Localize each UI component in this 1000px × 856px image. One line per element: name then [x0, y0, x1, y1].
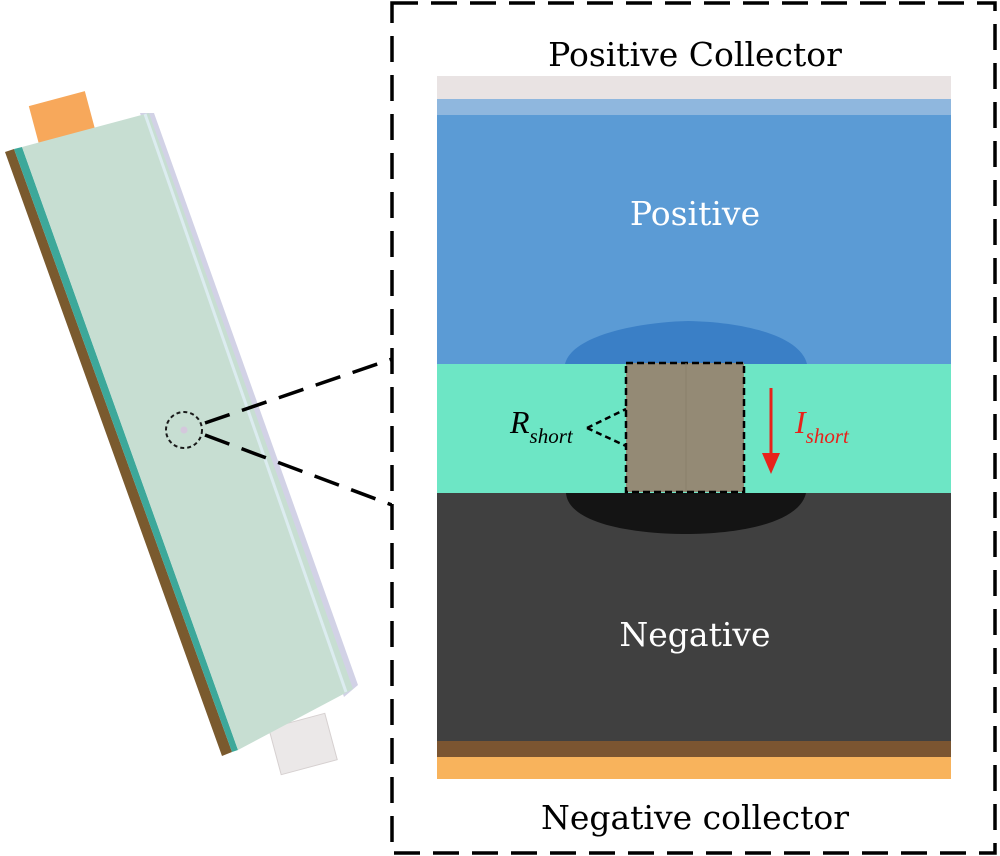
- pouch-cell: [5, 91, 358, 776]
- positive-label: Positive: [630, 194, 760, 233]
- negative-copper-layer: [437, 741, 951, 757]
- negative-label: Negative: [619, 615, 770, 654]
- r-short-pointer-lower: [586, 426, 627, 448]
- negative-collector-label: Negative collector: [541, 798, 849, 837]
- zoom-line-lower: [204, 433, 393, 507]
- cell-highlight-line: [143, 113, 348, 693]
- zoom-line-upper: [204, 357, 393, 425]
- r-short-subscript: short: [530, 424, 574, 448]
- cell-body: [22, 113, 353, 750]
- r-short-pointer-upper: [586, 407, 627, 430]
- cell-brown-edge: [5, 149, 232, 756]
- negative-collector-foil: [437, 757, 951, 779]
- negative-electrode: [437, 493, 951, 741]
- positive-collector-label: Positive Collector: [548, 35, 842, 74]
- positive-collector-interface: [437, 99, 951, 115]
- short-spot: [180, 426, 188, 434]
- i-short-symbol: I: [794, 404, 807, 440]
- short-region: [624, 361, 746, 494]
- positive-collector-foil: [437, 76, 951, 99]
- negative-bump: [566, 493, 806, 534]
- cell-teal-edge: [14, 147, 238, 752]
- current-arrow-head: [762, 453, 780, 474]
- r-short-symbol: R: [509, 404, 530, 440]
- zoom-connector-lines: [204, 357, 393, 507]
- cross-section: [437, 76, 951, 779]
- r-short-label: Rshort: [509, 404, 574, 448]
- negative-tab: [268, 712, 338, 776]
- short-spot-marker-circle: [165, 411, 203, 449]
- positive-bump: [565, 321, 807, 364]
- i-short-subscript: short: [806, 424, 850, 448]
- i-short-label: Ishort: [794, 404, 850, 448]
- current-arrow: [762, 388, 780, 474]
- positive-tab: [28, 91, 96, 145]
